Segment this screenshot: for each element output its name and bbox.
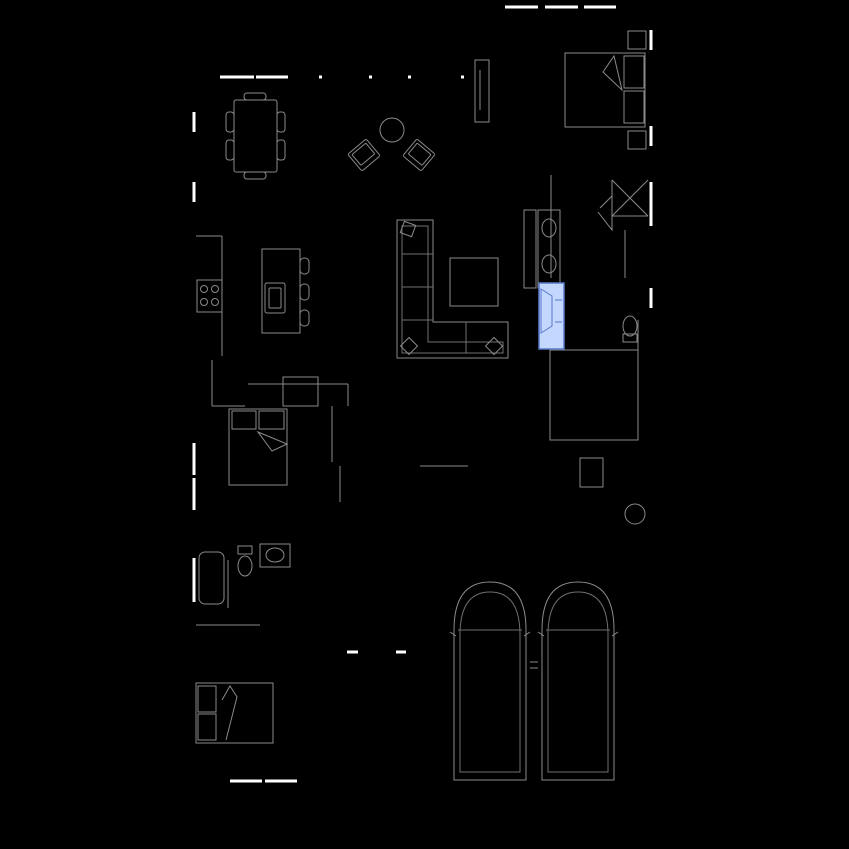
dining-table	[225, 92, 286, 180]
master-bath	[523, 175, 649, 441]
bedroom-3-bed	[195, 682, 274, 744]
kitchen-island	[261, 248, 310, 334]
garage-center-marks	[530, 661, 538, 669]
car-right	[537, 581, 619, 781]
tv-cabinet	[474, 59, 490, 123]
water-heater	[624, 503, 646, 525]
toilet	[237, 555, 253, 577]
hall-bath	[198, 543, 291, 608]
bedroom-2-bed	[228, 408, 289, 486]
coffee-table	[449, 257, 499, 307]
bathtub	[198, 551, 225, 605]
master-bed	[564, 30, 647, 150]
desk	[282, 376, 319, 407]
sink	[259, 543, 291, 568]
kitchen-counter	[196, 235, 223, 356]
lounge-chairs	[348, 117, 435, 171]
sectional-sofa	[396, 219, 509, 359]
bathroom-vanity-sink[interactable]	[538, 282, 565, 350]
side-table	[579, 457, 604, 488]
cooktop	[196, 279, 223, 313]
interior-walls	[196, 360, 468, 626]
car-left	[449, 581, 531, 781]
windows	[192, 5, 653, 783]
